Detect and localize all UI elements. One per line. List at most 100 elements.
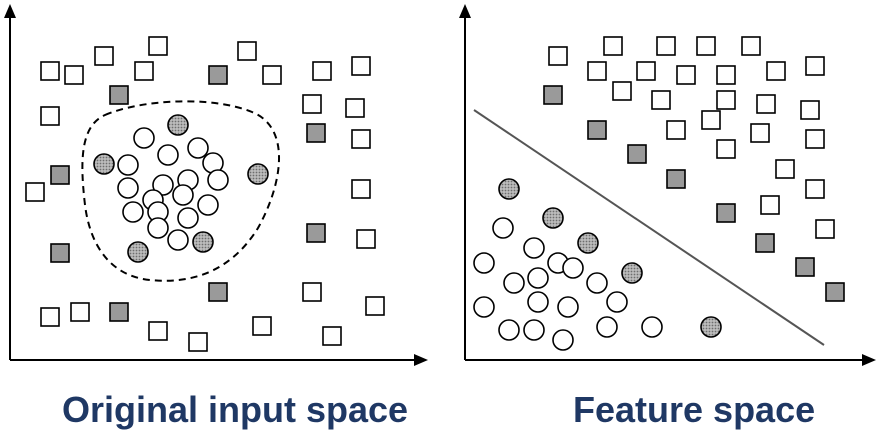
class-b-empty-circle bbox=[157, 144, 179, 166]
class-b-empty-circle bbox=[473, 296, 495, 318]
class-a-empty-square bbox=[701, 110, 721, 130]
class-a-filled-square bbox=[795, 257, 815, 277]
original-input-space-panel bbox=[4, 4, 428, 366]
class-a-empty-square bbox=[252, 316, 272, 336]
left-x-axis-arrow bbox=[414, 354, 428, 366]
class-a-empty-square bbox=[815, 219, 835, 239]
class-b-empty-circle bbox=[117, 177, 139, 199]
class-b-empty-circle bbox=[177, 207, 199, 229]
class-a-filled-square bbox=[716, 203, 736, 223]
class-a-empty-square bbox=[651, 90, 671, 110]
class-a-empty-square bbox=[70, 302, 90, 322]
class-b-empty-circle bbox=[167, 229, 189, 251]
class-b-filled-circle bbox=[167, 114, 189, 136]
class-b-empty-circle bbox=[606, 291, 628, 313]
class-a-empty-square bbox=[188, 332, 208, 352]
class-b-empty-circle bbox=[147, 217, 169, 239]
class-b-filled-circle bbox=[542, 207, 564, 229]
caption-feature-space: Feature space bbox=[573, 389, 816, 430]
nonlinear-decision-boundary bbox=[81, 100, 280, 282]
class-b-filled-circle bbox=[498, 178, 520, 200]
class-a-filled-square bbox=[755, 233, 775, 253]
class-b-filled-circle bbox=[247, 163, 269, 185]
class-a-filled-square bbox=[825, 282, 845, 302]
class-a-empty-square bbox=[262, 65, 282, 85]
class-a-empty-square bbox=[805, 56, 825, 76]
class-b-empty-circle bbox=[498, 319, 520, 341]
class-b-empty-circle bbox=[152, 174, 174, 196]
class-b-filled-circle bbox=[577, 232, 599, 254]
class-a-empty-square bbox=[345, 98, 365, 118]
class-a-empty-square bbox=[64, 65, 84, 85]
class-a-empty-square bbox=[148, 321, 168, 341]
class-a-empty-square bbox=[587, 61, 607, 81]
class-a-empty-square bbox=[40, 61, 60, 81]
class-b-empty-circle bbox=[552, 329, 574, 351]
class-a-empty-square bbox=[775, 159, 795, 179]
class-a-empty-square bbox=[800, 100, 820, 120]
feature-space-panel bbox=[459, 4, 876, 366]
class-a-filled-square bbox=[50, 165, 70, 185]
class-a-empty-square bbox=[696, 36, 716, 56]
class-a-filled-square bbox=[109, 85, 129, 105]
class-a-empty-square bbox=[40, 106, 60, 126]
class-b-filled-circle bbox=[127, 241, 149, 263]
class-a-filled-square bbox=[666, 169, 686, 189]
class-a-empty-square bbox=[656, 36, 676, 56]
caption-original-input-space: Original input space bbox=[62, 389, 409, 430]
class-b-empty-circle bbox=[557, 296, 579, 318]
class-a-empty-square bbox=[237, 41, 257, 61]
class-b-empty-circle bbox=[473, 252, 495, 274]
class-b-empty-circle bbox=[641, 316, 663, 338]
class-b-filled-circle bbox=[192, 231, 214, 253]
class-a-empty-square bbox=[134, 61, 154, 81]
class-a-empty-square bbox=[716, 139, 736, 159]
class-b-empty-circle bbox=[197, 194, 219, 216]
class-b-empty-circle bbox=[596, 316, 618, 338]
class-b-empty-circle bbox=[527, 267, 549, 289]
class-a-filled-square bbox=[208, 65, 228, 85]
class-a-filled-square bbox=[627, 144, 647, 164]
right-y-axis-arrow bbox=[459, 4, 471, 18]
class-b-filled-circle bbox=[621, 262, 643, 284]
class-b-empty-circle bbox=[133, 127, 155, 149]
class-b-filled-circle bbox=[93, 153, 115, 175]
class-a-empty-square bbox=[676, 65, 696, 85]
class-a-filled-square bbox=[208, 282, 228, 302]
class-a-empty-square bbox=[716, 65, 736, 85]
class-b-empty-circle bbox=[523, 237, 545, 259]
class-b-empty-circle bbox=[187, 137, 209, 159]
class-a-empty-square bbox=[351, 56, 371, 76]
class-a-filled-square bbox=[306, 223, 326, 243]
class-a-empty-square bbox=[612, 81, 632, 101]
class-a-empty-square bbox=[351, 129, 371, 149]
class-a-empty-square bbox=[322, 326, 342, 346]
class-a-filled-square bbox=[587, 120, 607, 140]
class-b-empty-circle bbox=[207, 169, 229, 191]
class-a-empty-square bbox=[302, 94, 322, 114]
class-a-empty-square bbox=[356, 229, 376, 249]
class-b-empty-circle bbox=[117, 154, 139, 176]
class-a-empty-square bbox=[94, 46, 114, 66]
left-y-axis-arrow bbox=[4, 4, 16, 18]
class-a-empty-square bbox=[312, 61, 332, 81]
class-a-empty-square bbox=[25, 182, 45, 202]
class-a-filled-square bbox=[306, 123, 326, 143]
class-a-filled-square bbox=[543, 85, 563, 105]
class-a-empty-square bbox=[760, 195, 780, 215]
class-b-empty-circle bbox=[172, 184, 194, 206]
class-a-empty-square bbox=[603, 36, 623, 56]
class-a-empty-square bbox=[756, 94, 776, 114]
class-a-empty-square bbox=[666, 120, 686, 140]
class-a-empty-square bbox=[302, 282, 322, 302]
class-b-empty-circle bbox=[562, 257, 584, 279]
class-a-filled-square bbox=[50, 243, 70, 263]
linear-separating-boundary bbox=[473, 109, 825, 346]
class-a-empty-square bbox=[766, 61, 786, 81]
class-a-empty-square bbox=[805, 179, 825, 199]
class-b-empty-circle bbox=[122, 201, 144, 223]
class-b-empty-circle bbox=[586, 272, 608, 294]
class-a-empty-square bbox=[716, 90, 736, 110]
class-a-empty-square bbox=[741, 36, 761, 56]
